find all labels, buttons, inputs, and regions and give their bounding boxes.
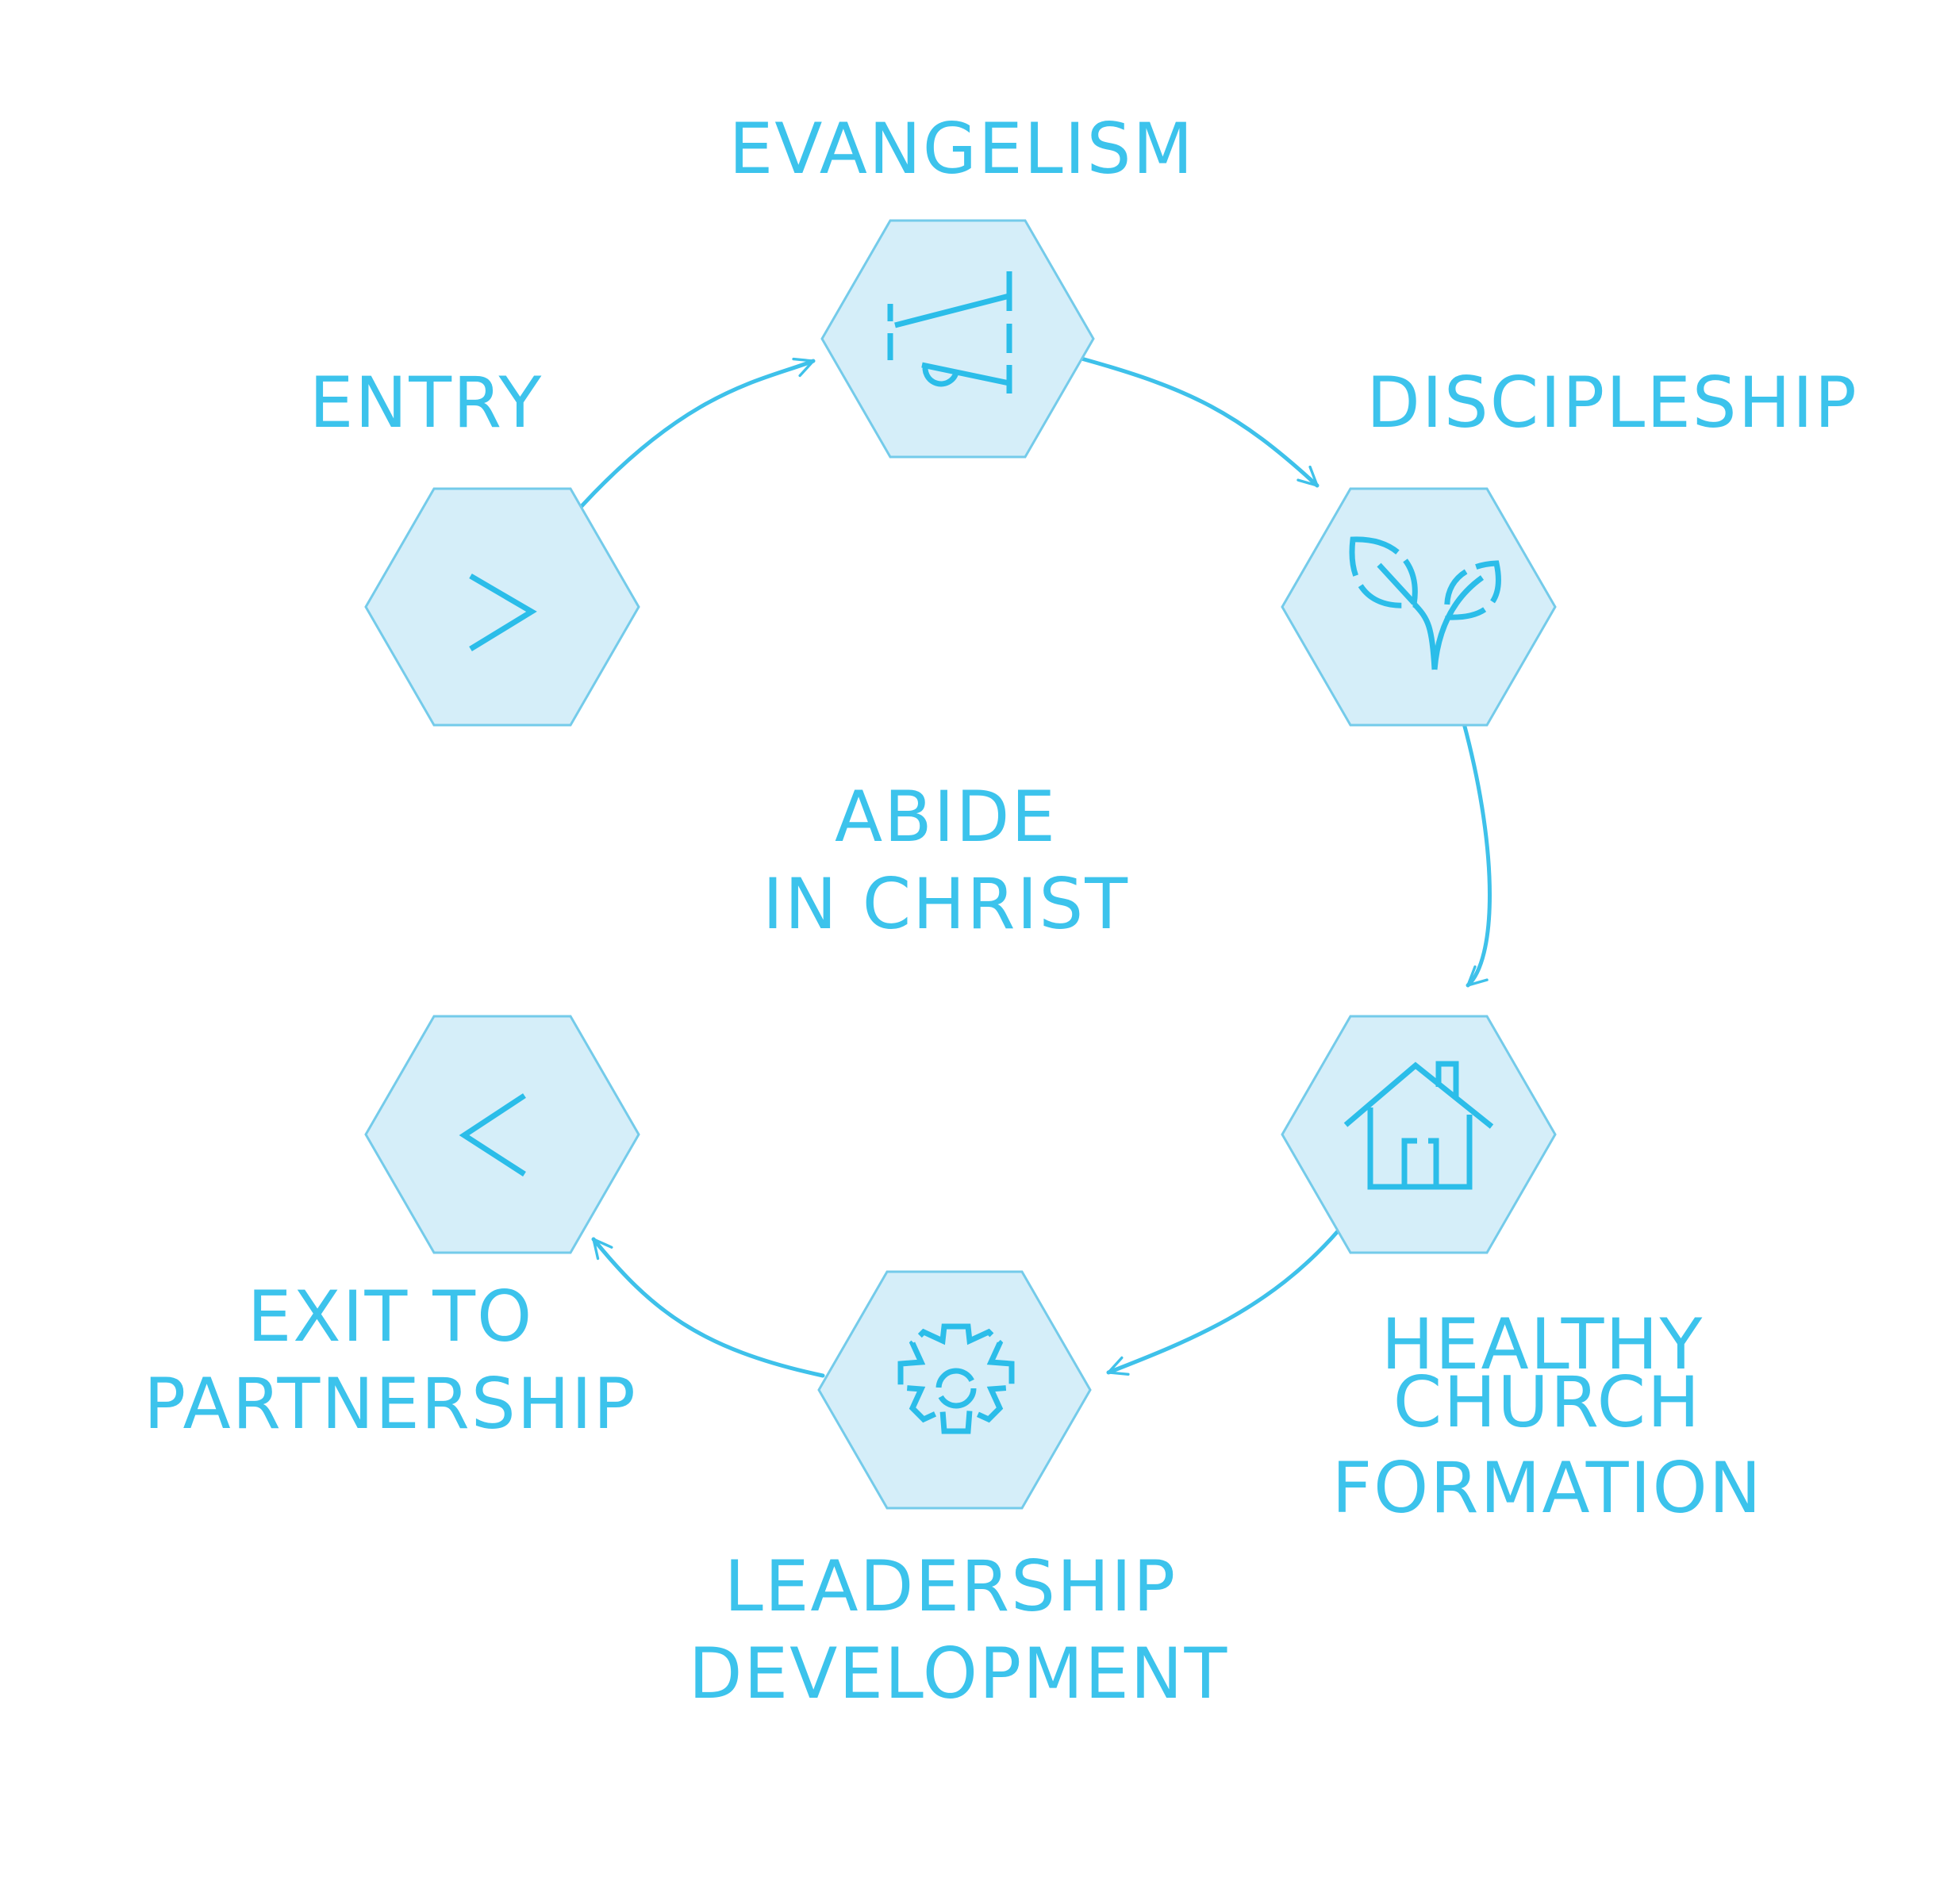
stage-label-healthy-church-formation: HEALTHY CHURCH FORMATION [1331, 1303, 1762, 1529]
stage-label-leadership-development: LEADERSHIP DEVELOPMENT [689, 1545, 1229, 1714]
stage-entry [364, 487, 640, 727]
label-line: HEALTHY [1381, 1303, 1704, 1385]
house-icon [1343, 1061, 1494, 1190]
stage-label-discipleship: DISCIPLESHIP [1366, 362, 1858, 443]
center-label: ABIDE IN CHRIST [763, 776, 1129, 945]
stage-discipleship [1281, 487, 1557, 727]
hexagon [817, 1270, 1092, 1510]
megaphone-icon [887, 271, 1012, 393]
stage-exit-to-partnership [364, 1015, 640, 1254]
label-line: DEVELOPMENT [689, 1633, 1229, 1714]
sprout-icon [1349, 536, 1501, 670]
hexagon [364, 487, 640, 727]
center-line-2: IN CHRIST [763, 863, 1129, 945]
label-line: FORMATION [1331, 1447, 1762, 1529]
hexagon [1281, 1015, 1557, 1254]
hexagon [364, 1015, 640, 1254]
gear-icon [897, 1323, 1015, 1434]
label-line: CHURCH [1393, 1361, 1701, 1443]
stage-label-exit-to-partnership: EXIT TO PARTNERSHIP [144, 1276, 637, 1445]
arrow-discipleship-to-church [1462, 721, 1492, 988]
label-line: EXIT TO [248, 1276, 534, 1357]
arrow-leadership-to-exit [591, 1237, 825, 1378]
stage-healthy-church-formation [1281, 1015, 1557, 1254]
chevron-left-icon [459, 1093, 526, 1177]
label-line: PARTNERSHIP [144, 1363, 637, 1445]
arrow-evangelism-to-discipleship [1079, 356, 1320, 488]
stage-evangelism [820, 219, 1095, 459]
label-line: LEADERSHIP [724, 1545, 1177, 1627]
stage-label-entry: ENTRY [309, 362, 543, 443]
stage-label-evangelism: EVANGELISM [729, 108, 1195, 190]
arrow-church-to-leadership [1106, 1229, 1340, 1376]
arrow-entry-to-evangelism [579, 357, 816, 509]
center-line-1: ABIDE [835, 776, 1057, 858]
stage-leadership-development [817, 1270, 1092, 1510]
chevron-right-icon [469, 573, 537, 651]
cycle-arrows [579, 356, 1492, 1378]
hexagon [820, 219, 1095, 459]
